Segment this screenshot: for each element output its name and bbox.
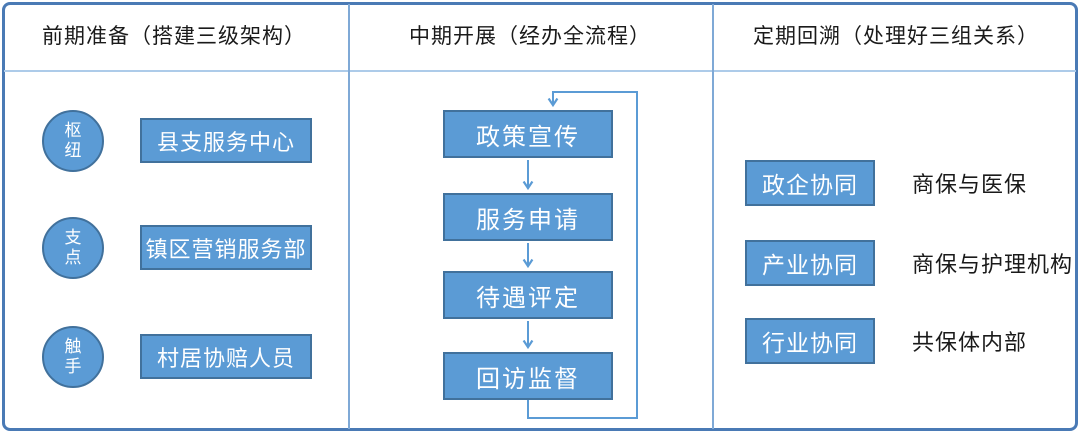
relation-label-coinsurance-internal: 共保体内部: [912, 330, 1028, 355]
flow-step-followup-supervision: 回访监督: [443, 352, 613, 400]
level-box-county-service-center: 县支服务中心: [140, 118, 312, 163]
column-header-execution: 中期开展（经办全流程）: [409, 25, 651, 48]
relation-box-gov-enterprise: 政企协同: [745, 160, 875, 206]
column-divider-1: [348, 4, 350, 429]
level-circle-tentacle-label: 触手: [64, 336, 82, 376]
flow-step-service-application: 服务申请: [443, 193, 613, 241]
relation-label-commercial-nursing: 商保与护理机构: [912, 252, 1074, 277]
header-rule: [4, 70, 1076, 72]
column-header-preparation: 前期准备（搭建三级架构）: [42, 25, 306, 48]
level-circle-pivot: 支点: [42, 217, 104, 279]
level-circle-hub: 枢纽: [42, 110, 104, 172]
column-divider-2: [712, 4, 714, 429]
level-box-town-marketing-dept: 镇区营销服务部: [140, 225, 312, 270]
level-circle-hub-label: 枢纽: [64, 120, 82, 160]
flow-step-benefit-assessment: 待遇评定: [443, 271, 613, 319]
level-circle-tentacle: 触手: [42, 326, 104, 388]
column-header-review: 定期回溯（处理好三组关系）: [753, 25, 1039, 48]
level-circle-pivot-label: 支点: [64, 227, 82, 267]
relation-box-industry-chain: 产业协同: [745, 240, 875, 286]
relation-label-commercial-medical: 商保与医保: [912, 172, 1028, 197]
flow-step-policy-promotion: 政策宣传: [443, 110, 613, 158]
level-box-village-claims-staff: 村居协赔人员: [140, 334, 312, 379]
relation-box-sector: 行业协同: [745, 318, 875, 364]
